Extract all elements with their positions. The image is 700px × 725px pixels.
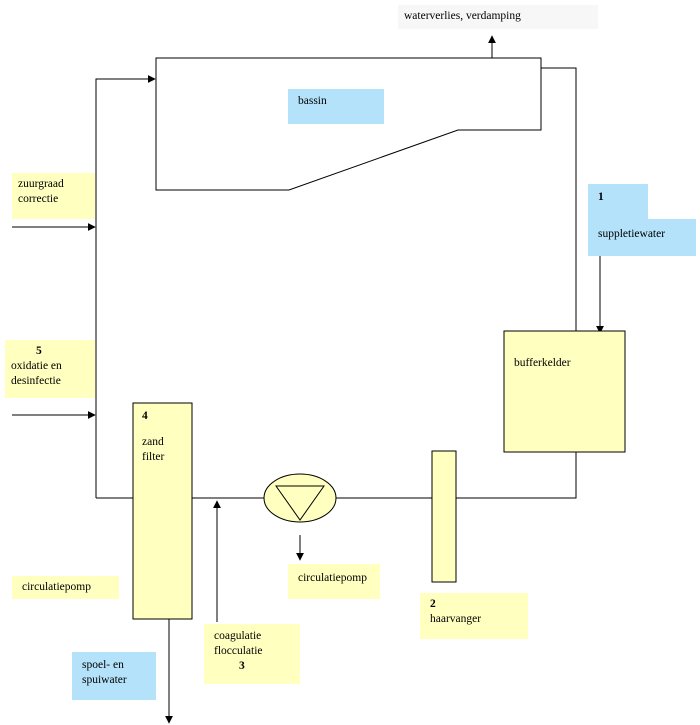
basin-outline: [155, 57, 542, 191]
basin-label: bassin: [288, 89, 384, 124]
hair-catcher: [431, 450, 457, 583]
pump-triangle-icon: [275, 485, 325, 521]
circulation-pipe: [96, 452, 577, 499]
overflow-pipe: [541, 67, 577, 331]
coagulation-label: coagulatie flocculatie: [214, 630, 263, 657]
supply-pipe: [95, 75, 156, 498]
oxidation-label: oxidatie en desinfectie: [11, 360, 62, 387]
buffer-tank: [503, 330, 626, 453]
circulation-pump-left-label: circulatiepomp: [12, 576, 119, 599]
oxidation-number: 5: [36, 345, 42, 357]
water-loss-label: waterverlies, verdamping: [398, 5, 598, 29]
backwash-water-label: spoel- en spuiwater: [72, 652, 156, 700]
sand-filter-number: 4: [142, 410, 148, 422]
make-up-water-box: 1 suppletiewater: [588, 184, 696, 256]
make-up-number: 1: [598, 191, 604, 203]
oxidation-box: 5 oxidatie en desinfectie: [5, 340, 95, 398]
sand-filter-text: 4 zand filter: [142, 409, 190, 465]
sand-filter-label: zand filter: [142, 436, 165, 463]
coagulation-box: coagulatie flocculatie 3: [204, 624, 300, 684]
coagulation-number: 3: [239, 660, 245, 672]
ph-correction-label: zuurgraad correctie: [12, 173, 95, 219]
circulation-pump-center-label: circulatiepomp: [288, 564, 380, 599]
buffer-tank-label: bufferkelder: [514, 357, 571, 369]
make-up-water-label: suppletiewater: [598, 228, 666, 240]
hair-catcher-box: 2 haarvanger: [420, 593, 528, 639]
sand-filter: [132, 402, 193, 620]
hair-catcher-label: haarvanger: [430, 613, 482, 625]
hair-catcher-number: 2: [430, 598, 436, 610]
